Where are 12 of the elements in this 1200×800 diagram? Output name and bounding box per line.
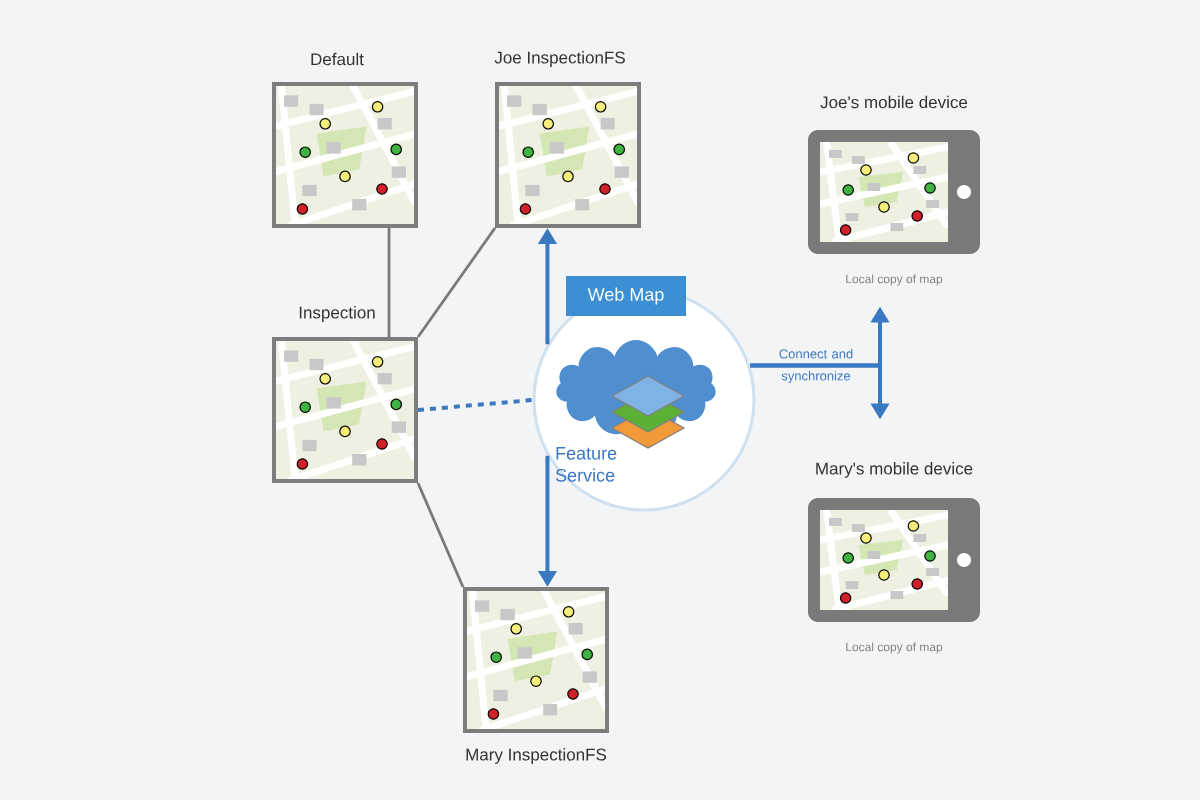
device-title: Joe's mobile device	[820, 95, 968, 109]
map-title: Inspection	[299, 306, 375, 322]
connector-line	[416, 227, 497, 338]
service-label: Feature Service	[555, 447, 617, 482]
connector-line	[387, 228, 391, 337]
device-title: Mary's mobile device	[816, 462, 973, 478]
connector-line	[416, 482, 465, 588]
map-title: Joe InspectionFS	[494, 51, 625, 67]
map-title: Default	[311, 52, 364, 66]
connector-line	[417, 398, 533, 412]
web-map-box: Web Map	[566, 276, 686, 316]
map-title: Mary InspectionFS	[466, 748, 607, 764]
